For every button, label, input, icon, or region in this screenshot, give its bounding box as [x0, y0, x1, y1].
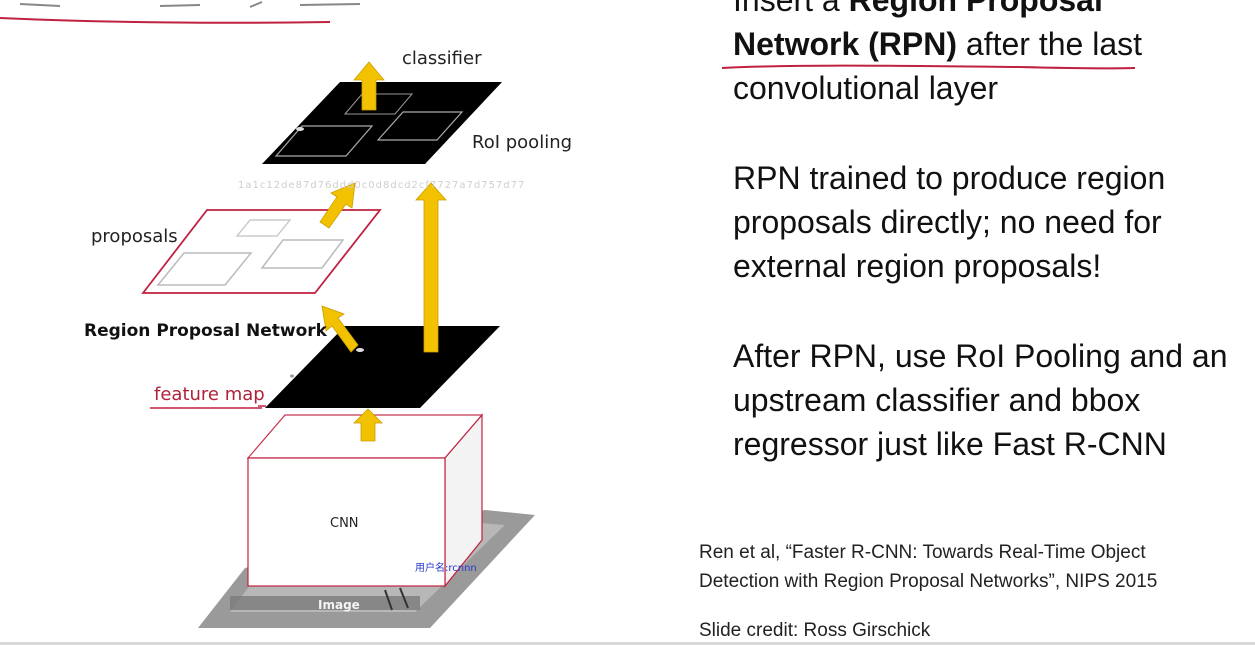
citation-line2: Detection with Region Proposal Networks”…	[699, 571, 1158, 592]
annotation-underline-topleft	[0, 17, 331, 24]
faint-watermark-code: 1a1c12de87d76ddd0c0d8dcd2cf7727a7d757d77	[238, 180, 526, 191]
cnn-box	[246, 413, 484, 588]
rpn-label: Region Proposal Network	[84, 321, 327, 341]
para3-line3: regressor just like Fast R-CNN	[733, 426, 1167, 462]
proposals-plane	[141, 209, 382, 294]
arrow-rpn-to-proposals	[321, 305, 359, 353]
classifier-label: classifier	[402, 48, 482, 69]
feature-map-label: feature map	[154, 384, 265, 405]
arrow-featuremap-to-roi	[415, 182, 447, 353]
username-watermark: 用户名:rcnnn	[415, 563, 477, 574]
arrow-cnn-to-featuremap	[353, 408, 383, 442]
roi-pooling-plane	[262, 82, 502, 164]
faster-rcnn-diagram	[0, 1, 535, 628]
para2-line1: RPN trained to produce region	[733, 160, 1166, 196]
para1-bold-network-rpn: Network (RPN)	[733, 26, 958, 62]
bullet-after-rpn: After RPN, use RoI Pooling and an upstre…	[733, 334, 1228, 466]
bullet-rpn-trained: RPN trained to produce region proposals …	[733, 156, 1165, 288]
annotation-scribble-topleft	[19, 1, 361, 8]
para1-pre: Insert a	[733, 0, 849, 18]
bullet-insert-rpn: Insert a Region Proposal Network (RPN) a…	[733, 0, 1142, 110]
citation: Ren et al, “Faster R-CNN: Towards Real-T…	[699, 538, 1157, 596]
para2-line2: proposals directly; no need for	[733, 204, 1162, 240]
image-label: Image	[318, 598, 360, 612]
arrow-proposals-to-roi	[319, 182, 356, 229]
para3-line2: upstream classifier and bbox	[733, 382, 1141, 418]
cnn-label: CNN	[330, 516, 359, 531]
para1-bold-region-proposal: Region Proposal	[848, 0, 1103, 18]
bottom-divider	[0, 642, 1255, 645]
para1-post: after the last	[957, 26, 1142, 62]
arrow-roi-to-classifier	[353, 61, 385, 111]
feature-map-plane	[265, 326, 500, 408]
citation-line1: Ren et al, “Faster R-CNN: Towards Real-T…	[699, 542, 1146, 563]
para1-line3: convolutional layer	[733, 70, 999, 106]
para3-line1: After RPN, use RoI Pooling and an	[733, 338, 1228, 374]
slide-credit: Slide credit: Ross Girschick	[699, 620, 931, 641]
proposals-label: proposals	[91, 226, 178, 247]
roi-pooling-label: RoI pooling	[472, 132, 573, 153]
para2-line3: external region proposals!	[733, 248, 1102, 284]
annotation-underline-rpn	[721, 64, 1136, 70]
